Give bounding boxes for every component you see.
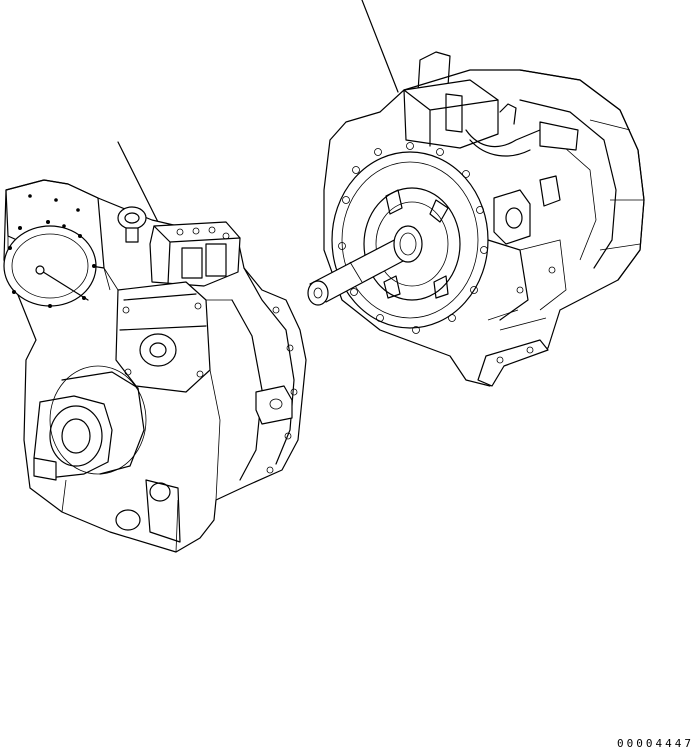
engine-assembly: [307, 0, 645, 387]
document-number: 00004447: [617, 737, 694, 750]
leader-line-engine: [361, 0, 399, 93]
leader-line-transmission: [117, 141, 159, 223]
transmission-assembly: [3, 141, 307, 553]
